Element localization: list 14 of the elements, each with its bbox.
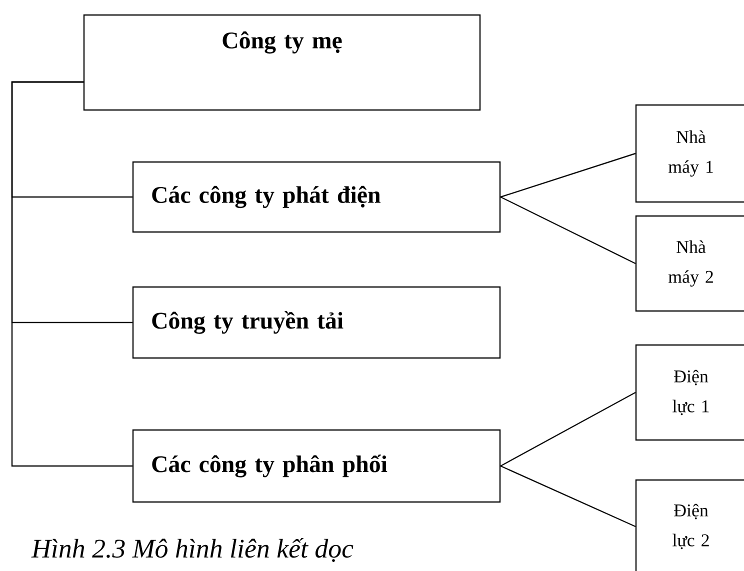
figure-caption: Hình 2.3 Mô hình liên kết dọc — [31, 538, 354, 562]
connector-line — [11, 81, 132, 467]
unit-box: Điện lực 1 — [635, 344, 744, 441]
company-box: Công ty truyền tải — [132, 286, 501, 359]
unit-box: Nhà máy 2 — [635, 215, 744, 312]
company-box: Các công ty phân phối — [132, 429, 501, 503]
connector-line — [500, 152, 636, 198]
connector-line — [500, 465, 636, 528]
company-box: Công ty mẹ — [83, 14, 481, 111]
connector-line — [500, 392, 636, 467]
unit-box: Điện lực 2 — [635, 479, 744, 571]
connector-line — [500, 196, 636, 264]
company-box: Các công ty phát điện — [132, 161, 501, 233]
unit-box: Nhà máy 1 — [635, 104, 744, 203]
